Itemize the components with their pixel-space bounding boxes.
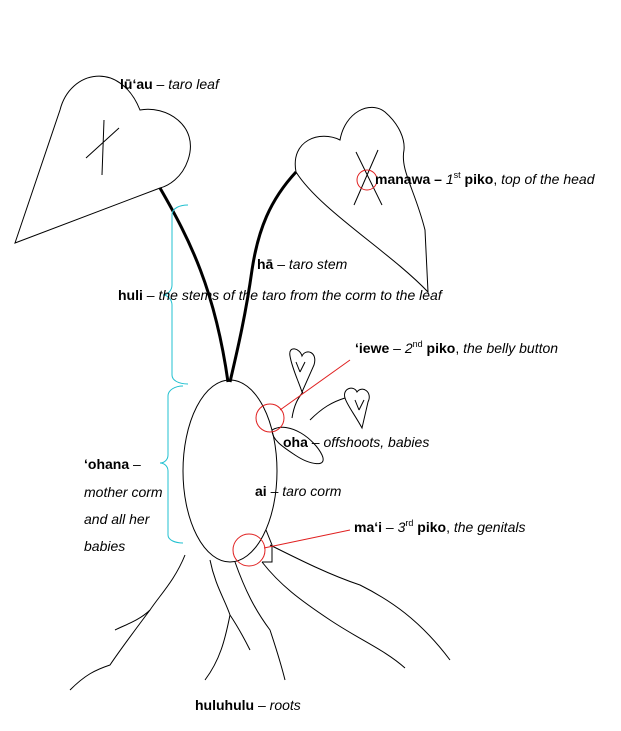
label-ohana-line2: and all her	[84, 511, 150, 527]
root-3	[234, 561, 286, 681]
root-2	[204, 559, 231, 681]
label-ohana-line3: babies	[84, 538, 126, 554]
label-huli: huli – the stems of the taro from the co…	[118, 287, 442, 303]
taro-leaf-right	[294, 106, 429, 294]
offshoot-stem-2	[309, 397, 346, 421]
label-ai: ai – taro corm	[255, 483, 342, 499]
label-manawa: manawa – 1st piko, top of the head	[375, 170, 595, 188]
taro-leaf-left	[14, 75, 191, 244]
label-luau: lū‘au – taro leaf	[120, 76, 219, 92]
baby-leaf-2	[344, 387, 370, 430]
piko-circle-mai	[232, 533, 266, 567]
offshoot-stem-1	[291, 391, 304, 419]
root-1	[69, 554, 186, 691]
taro-corm	[182, 379, 278, 563]
bracket-huli	[162, 204, 189, 385]
label-ohana: ‘ohana –	[84, 456, 141, 472]
leaf-mark-left	[85, 119, 120, 176]
offshoot	[271, 426, 324, 465]
baby-leaf-mark-2	[354, 399, 365, 411]
taro-stem-right	[228, 170, 298, 383]
root-4	[261, 561, 406, 669]
label-iewe: ‘iewe – 2nd piko, the belly button	[355, 339, 559, 357]
piko-circle-manawa	[356, 169, 378, 191]
baby-leaf-mark-1	[295, 361, 306, 373]
root-7	[229, 614, 251, 651]
label-ha: hā – taro stem	[257, 256, 348, 272]
baby-leaf-1	[289, 348, 316, 394]
piko-circle-iewe	[255, 403, 285, 433]
pointer-iewe	[279, 359, 351, 411]
label-oha: oha – offshoots, babies	[283, 434, 430, 450]
label-mai: ma‘i – 3rd piko, the genitals	[354, 518, 526, 536]
bracket-ohana	[159, 385, 184, 544]
label-ohana-line1: mother corm	[84, 484, 163, 500]
root-5	[269, 544, 451, 661]
taro-stem-left	[158, 187, 230, 383]
root-6	[114, 609, 151, 631]
pointer-mai	[263, 529, 351, 549]
leaf-mark-right	[353, 149, 383, 206]
corm-detail	[262, 529, 273, 563]
label-huluhulu: huluhulu – roots	[195, 697, 301, 713]
